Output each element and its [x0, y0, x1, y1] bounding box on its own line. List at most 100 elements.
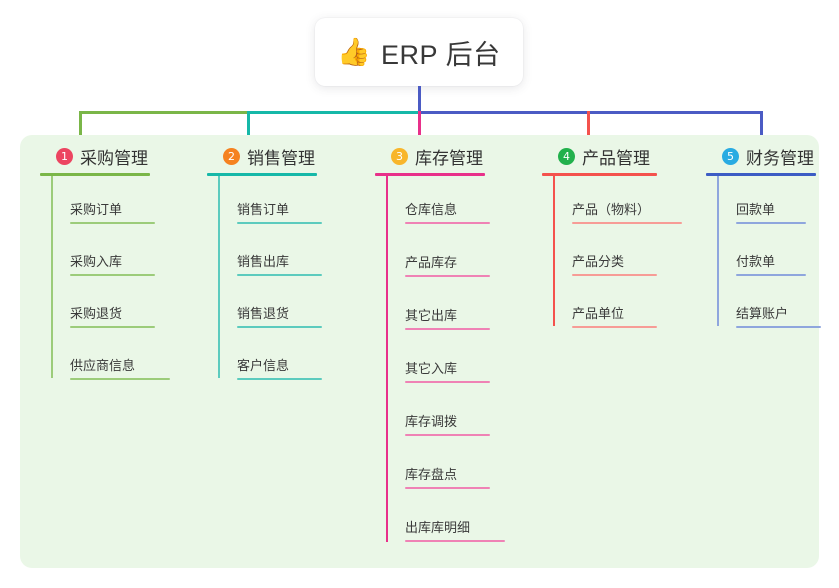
- branch-header-rule-5: [706, 173, 816, 176]
- item-label: 供应商信息: [70, 358, 136, 373]
- branch-badge-3: 3: [391, 147, 408, 165]
- drop-connector-1: [79, 111, 82, 144]
- item-rule: [237, 222, 322, 224]
- list-item[interactable]: 库存调拨: [386, 383, 535, 436]
- item-rule: [70, 222, 155, 224]
- branch-column-3: 3 库存管理 仓库信息 产品库存 其它出库 其它入库 库存调拨: [375, 143, 535, 542]
- list-item[interactable]: 采购订单: [51, 176, 190, 224]
- list-item[interactable]: 供应商信息: [51, 328, 190, 380]
- item-label: 销售退货: [237, 306, 290, 321]
- list-item[interactable]: 其它入库: [386, 330, 535, 383]
- drop-connector-3: [418, 111, 421, 144]
- branch-items-3: 仓库信息 产品库存 其它出库 其它入库 库存调拨 库存盘点: [386, 176, 535, 542]
- branch-title-4: 产品管理: [582, 148, 650, 168]
- item-label: 产品分类: [572, 254, 625, 269]
- list-item[interactable]: 采购入库: [51, 224, 190, 276]
- branch-items-5: 回款单 付款单 结算账户: [717, 176, 839, 328]
- drop-connector-2: [247, 111, 250, 144]
- list-item[interactable]: 产品分类: [553, 224, 707, 276]
- branch-header-rule-4: [542, 173, 657, 176]
- branch-badge-2: 2: [223, 147, 240, 165]
- item-rule: [70, 378, 170, 380]
- branch-panel: [20, 135, 819, 568]
- item-label: 回款单: [736, 202, 776, 217]
- list-item[interactable]: 仓库信息: [386, 176, 535, 224]
- item-rule: [237, 326, 322, 328]
- list-item[interactable]: 付款单: [717, 224, 839, 276]
- branch-header-5[interactable]: 5 财务管理: [706, 143, 839, 169]
- branch-header-2[interactable]: 2 销售管理: [207, 143, 357, 169]
- list-item[interactable]: 客户信息: [218, 328, 357, 380]
- item-label: 付款单: [736, 254, 776, 269]
- branch-spine-5: [717, 176, 719, 326]
- item-rule: [572, 326, 657, 328]
- branch-spine-3: [386, 176, 388, 542]
- branch-title-2: 销售管理: [247, 148, 315, 168]
- item-rule: [70, 274, 155, 276]
- item-rule: [405, 381, 490, 383]
- bus-segment-2: [247, 111, 420, 114]
- branch-items-2: 销售订单 销售出库 销售退货 客户信息: [218, 176, 357, 380]
- branch-title-1: 采购管理: [80, 148, 148, 168]
- branch-spine-1: [51, 176, 53, 378]
- branch-spine-4: [553, 176, 555, 326]
- branch-spine-2: [218, 176, 220, 378]
- branch-header-rule-2: [207, 173, 317, 176]
- bus-segment-3: [418, 111, 763, 114]
- root-node-card[interactable]: 👍 ERP 后台: [315, 18, 523, 86]
- item-rule: [736, 274, 806, 276]
- list-item[interactable]: 回款单: [717, 176, 839, 224]
- list-item[interactable]: 产品（物料）: [553, 176, 707, 224]
- item-rule: [405, 434, 490, 436]
- item-label: 客户信息: [237, 358, 290, 373]
- item-rule: [237, 274, 322, 276]
- branch-items-4: 产品（物料） 产品分类 产品单位: [553, 176, 707, 328]
- item-label: 销售出库: [237, 254, 290, 269]
- item-label: 出库库明细: [405, 520, 471, 535]
- item-rule: [736, 326, 821, 328]
- item-rule: [405, 275, 490, 277]
- thumbs-up-icon: 👍: [337, 36, 372, 67]
- branch-header-rule-1: [40, 173, 150, 176]
- item-label: 采购退货: [70, 306, 123, 321]
- branch-header-3[interactable]: 3 库存管理: [375, 143, 535, 169]
- list-item[interactable]: 出库库明细: [386, 489, 535, 542]
- item-label: 产品库存: [405, 255, 458, 270]
- list-item[interactable]: 销售出库: [218, 224, 357, 276]
- item-rule: [405, 540, 505, 542]
- list-item[interactable]: 库存盘点: [386, 436, 535, 489]
- branch-badge-1: 1: [56, 147, 73, 165]
- branch-header-rule-3: [375, 173, 485, 176]
- item-label: 产品（物料）: [572, 202, 651, 217]
- item-label: 结算账户: [736, 306, 789, 321]
- item-label: 仓库信息: [405, 202, 458, 217]
- branch-header-1[interactable]: 1 采购管理: [40, 143, 190, 169]
- branch-column-2: 2 销售管理 销售订单 销售出库 销售退货 客户信息: [207, 143, 357, 380]
- root-stem-connector: [418, 86, 421, 113]
- list-item[interactable]: 其它出库: [386, 277, 535, 330]
- list-item[interactable]: 产品库存: [386, 224, 535, 277]
- item-label: 其它出库: [405, 308, 458, 323]
- item-rule: [405, 487, 490, 489]
- branch-title-3: 库存管理: [415, 148, 483, 168]
- branch-header-4[interactable]: 4 产品管理: [542, 143, 707, 169]
- list-item[interactable]: 销售订单: [218, 176, 357, 224]
- list-item[interactable]: 销售退货: [218, 276, 357, 328]
- branch-column-4: 4 产品管理 产品（物料） 产品分类 产品单位: [542, 143, 707, 328]
- item-label: 库存盘点: [405, 467, 458, 482]
- list-item[interactable]: 产品单位: [553, 276, 707, 328]
- item-label: 采购订单: [70, 202, 123, 217]
- item-label: 库存调拨: [405, 414, 458, 429]
- item-rule: [405, 328, 490, 330]
- item-rule: [70, 326, 155, 328]
- list-item[interactable]: 结算账户: [717, 276, 839, 328]
- item-rule: [736, 222, 806, 224]
- branch-title-5: 财务管理: [746, 148, 814, 168]
- item-label: 产品单位: [572, 306, 625, 321]
- drop-connector-4: [587, 111, 590, 144]
- bus-segment-1: [79, 111, 249, 114]
- branch-badge-5: 5: [722, 147, 739, 165]
- item-label: 其它入库: [405, 361, 458, 376]
- list-item[interactable]: 采购退货: [51, 276, 190, 328]
